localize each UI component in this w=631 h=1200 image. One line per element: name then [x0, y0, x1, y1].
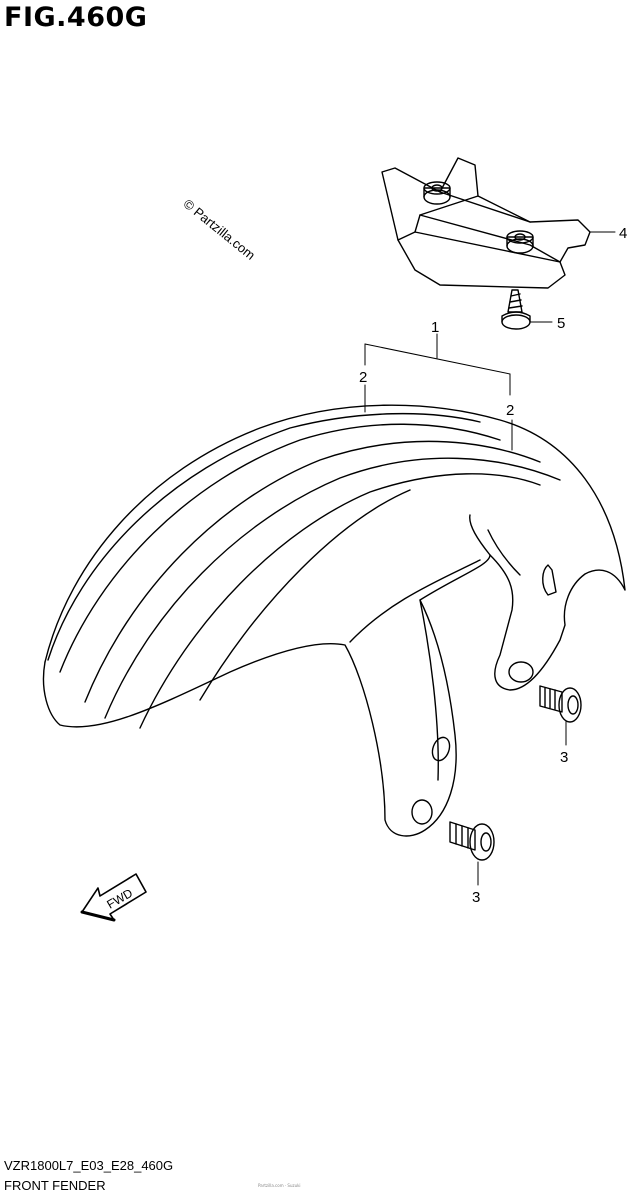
leader-lines	[364, 231, 616, 886]
screw-part-5[interactable]	[501, 289, 531, 330]
front-fender[interactable]	[42, 404, 626, 837]
callout-5: 5	[557, 315, 565, 332]
callout-4: 4	[619, 225, 627, 242]
callout-3-lower: 3	[472, 889, 480, 906]
callout-2-left: 2	[359, 369, 367, 386]
fine-print: Partzilla.com · Suzuki	[258, 1183, 301, 1188]
callout-3-upper: 3	[560, 749, 568, 766]
callout-2-right: 2	[506, 402, 514, 419]
model-code: VZR1800L7_E03_E28_460G	[4, 1158, 174, 1173]
callout-1: 1	[431, 319, 439, 336]
figure-title: FIG.460G	[4, 2, 148, 33]
bolt-part-3-lower[interactable]	[449, 821, 495, 861]
fwd-arrow-icon: FWD	[80, 873, 147, 922]
fender-bracket[interactable]	[381, 157, 591, 289]
part-name: FRONT FENDER	[4, 1178, 106, 1193]
bolt-part-3-upper[interactable]	[539, 685, 582, 723]
